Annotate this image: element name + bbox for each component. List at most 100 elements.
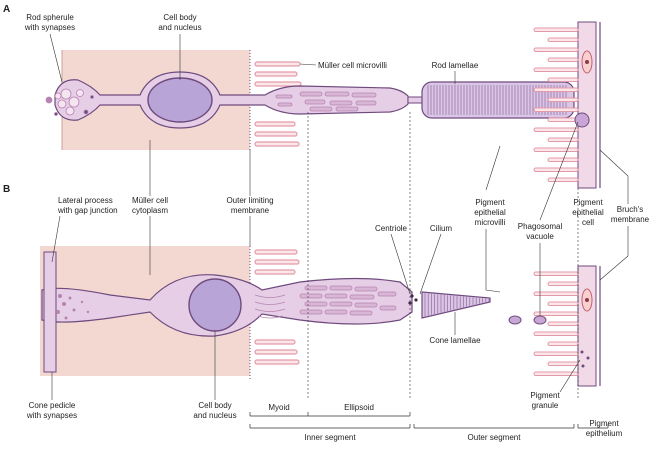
label-cilium: Cilium <box>430 224 453 233</box>
label-pigment-microvilli-line3: microvilli <box>475 218 506 227</box>
label-muller-cytoplasm-line2: cytoplasm <box>132 206 168 215</box>
label-cone-pedicle-line2: with synapses <box>26 411 77 420</box>
phagosomes-b <box>508 315 547 325</box>
label-lateral-process-line2: with gap junction <box>57 206 118 215</box>
pigment-microvillus <box>533 47 579 52</box>
rod-cell-outline <box>54 71 409 129</box>
cone-nucleus <box>188 278 242 332</box>
label-muller-microvilli: Müller cell microvilli <box>318 61 387 70</box>
pigment-microvillus <box>533 107 579 112</box>
rod-mitochondria <box>275 91 377 112</box>
zone-dividers <box>307 112 579 400</box>
pigment-microvilli-a <box>533 27 579 182</box>
panel-a-rod: A <box>3 4 601 189</box>
muller-microvilli-b <box>254 249 300 365</box>
pigment-microvillus <box>547 361 579 366</box>
label-bruchs-line2: membrane <box>611 215 650 224</box>
label-outer-segment: Outer segment <box>468 433 522 442</box>
pigment-microvillus <box>533 27 579 32</box>
label-pigment-cell-line3: cell <box>582 218 594 227</box>
leader-phagosomal-up <box>539 121 579 221</box>
leader-pigment-microvilli-up <box>485 145 501 191</box>
label-bruchs-line1: Bruch's <box>617 205 643 214</box>
label-phagosomal-line2: vacuole <box>526 232 554 241</box>
labels-panel-b: Lateral process with gap junction Müller… <box>26 121 650 442</box>
pigment-microvillus <box>533 271 579 276</box>
pigment-microvillus <box>547 77 579 82</box>
pigment-microvillus <box>547 341 579 346</box>
leader-cilium <box>419 233 442 295</box>
label-cell-body-b-line2: and nucleus <box>193 411 236 420</box>
leader-lateral-process <box>51 215 61 263</box>
phagosome-a <box>574 112 590 128</box>
pigment-microvillus <box>533 311 579 316</box>
pigment-microvillus <box>533 351 579 356</box>
panel-b-letter: B <box>3 184 10 195</box>
pigment-epithelium-a <box>577 21 597 189</box>
pigment-microvillus <box>533 291 579 296</box>
label-outer-limiting-line1: Outer limiting <box>226 196 273 205</box>
label-myoid: Myoid <box>268 403 289 412</box>
leader-bruchs-down <box>599 226 629 281</box>
pigment-microvillus <box>547 301 579 306</box>
cone-golgi <box>254 294 286 319</box>
cone-outer-segment <box>421 291 491 319</box>
leader-pigment-microvilli-down <box>485 229 501 293</box>
cone-mitochondria <box>299 285 397 316</box>
pigment-microvillus <box>533 67 579 72</box>
rod-nucleus <box>147 77 213 123</box>
leader-pigment-granule <box>559 359 581 393</box>
label-rod-spherule-line2: with synapses <box>24 23 75 32</box>
pigment-microvillus <box>547 137 579 142</box>
pigment-microvillus <box>547 57 579 62</box>
muller-microvilli-a-top <box>254 61 302 147</box>
pigment-microvillus <box>533 127 579 132</box>
pigment-microvillus <box>533 147 579 152</box>
centriole <box>408 294 418 305</box>
label-pigment-granule-line1: Pigment <box>530 391 560 400</box>
label-lateral-process-line1: Lateral process <box>58 196 113 205</box>
label-cell-body-b-line1: Cell body <box>198 401 231 410</box>
leader-rod-spherule <box>49 33 63 83</box>
pigment-microvillus <box>547 97 579 102</box>
pigment-microvillus <box>533 331 579 336</box>
cone-pedicle-synapses <box>56 294 90 320</box>
label-pigment-microvilli-line2: epithelial <box>474 208 506 217</box>
label-centriole: Centriole <box>375 224 408 233</box>
pigment-nucleolus-a <box>585 60 589 64</box>
label-pigment-cell-line2: epithelial <box>572 208 604 217</box>
cone-pedicle <box>43 251 57 373</box>
pigment-microvillus <box>547 37 579 42</box>
pigment-microvillus <box>533 167 579 172</box>
label-cone-lamellae: Cone lamellae <box>429 336 481 345</box>
panel-a-letter: A <box>3 4 10 15</box>
pigment-epithelium-b <box>577 265 597 387</box>
label-pigment-epithelium-line2: epithelium <box>586 429 623 438</box>
zone-bracket <box>249 412 609 429</box>
pigment-microvillus <box>533 87 579 92</box>
pigment-microvillus <box>547 281 579 286</box>
label-cone-pedicle-line1: Cone pedicle <box>29 401 76 410</box>
leader-bruchs-up <box>599 149 629 204</box>
label-cell-body-a-line2: and nucleus <box>158 23 201 32</box>
label-pigment-cell-line1: Pigment <box>573 198 603 207</box>
label-outer-limiting-line2: membrane <box>231 206 270 215</box>
label-pigment-epithelium-line1: Pigment <box>589 419 619 428</box>
pigment-nucleolus-b <box>585 298 589 302</box>
label-rod-spherule-line1: Rod spherule <box>26 13 74 22</box>
rod-cilium <box>407 96 423 104</box>
label-ellipsoid: Ellipsoid <box>344 403 374 412</box>
leader-muller-microvilli <box>299 63 317 66</box>
label-phagosomal-line1: Phagosomal <box>518 222 563 231</box>
leader-centriole <box>390 233 411 295</box>
pigment-microvillus <box>547 177 579 182</box>
label-pigment-granule-line2: granule <box>532 401 559 410</box>
labels-panel-a: Rod spherule with synapses Cell body and… <box>24 13 479 84</box>
pigment-microvillus <box>547 117 579 122</box>
pigment-microvillus <box>547 321 579 326</box>
rod-spherule-synapses <box>45 88 94 116</box>
pigment-granules-b <box>580 350 590 368</box>
label-inner-segment: Inner segment <box>304 433 356 442</box>
